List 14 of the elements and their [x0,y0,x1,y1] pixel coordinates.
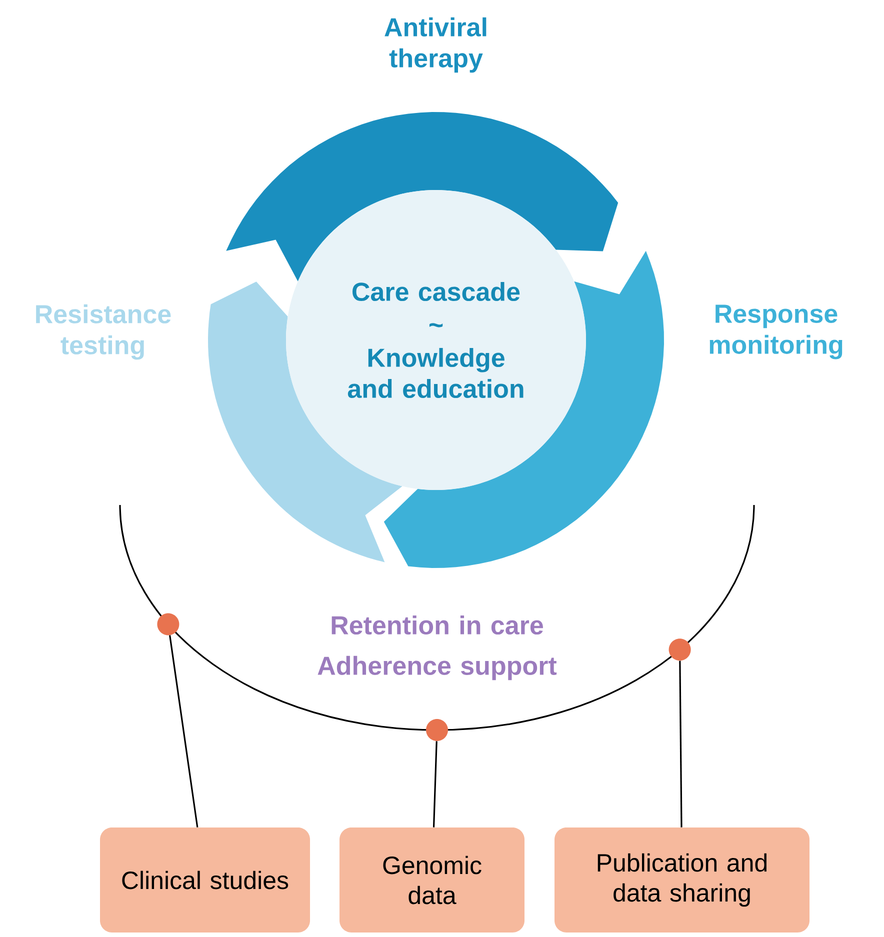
stage-label: Adherence support [318,656,557,680]
connector-line [679,660,682,828]
connector-line [432,741,438,828]
stage-label: Retention in care [332,615,543,635]
junction-dot [157,613,180,636]
stage-label: Resistance testing [36,304,171,360]
process-box: Clinical studies [100,828,310,932]
junction-dot [668,638,691,661]
junction-dot [426,719,448,741]
stage-label: Response monitoring [710,304,842,360]
process-box: Publication and data sharing [554,828,810,932]
stage-label: Antiviral therapy [384,17,486,73]
process-box: Genomic data [340,828,524,932]
connector-line [169,635,198,828]
